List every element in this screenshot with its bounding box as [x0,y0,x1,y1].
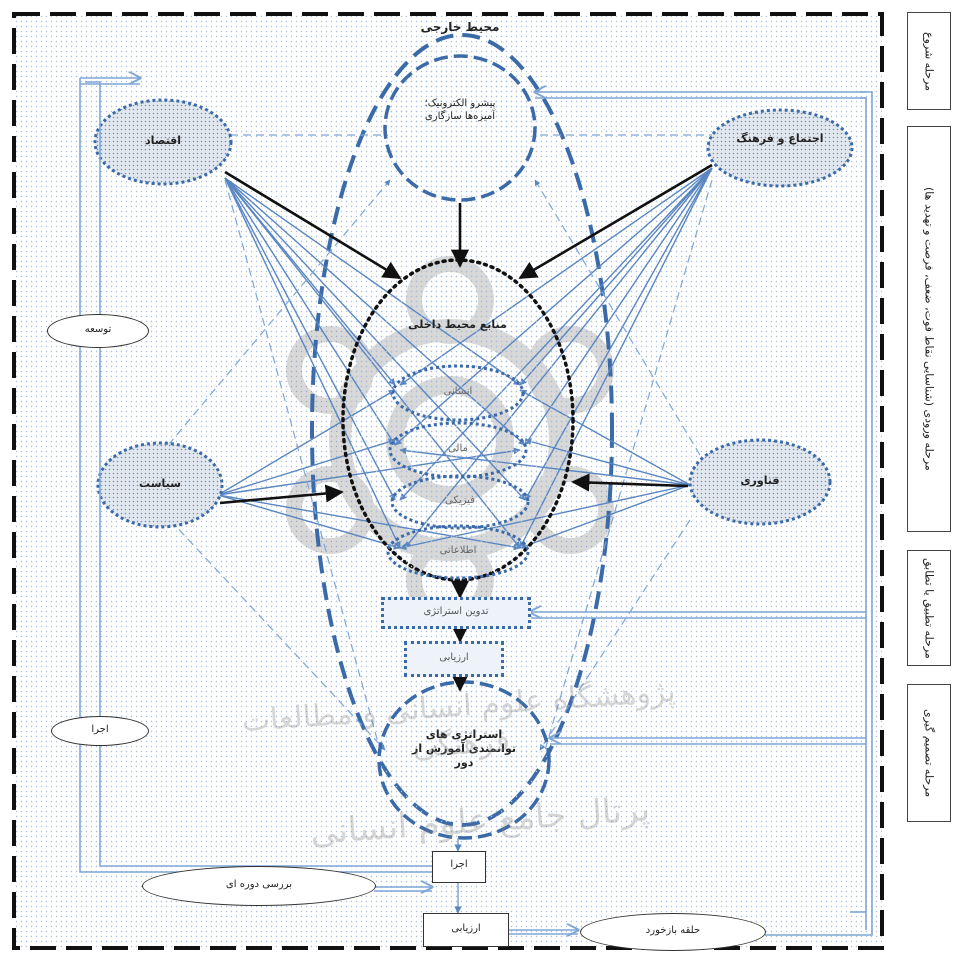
feedback-loop-label: حلقه بازخورد [645,925,701,936]
periodic-review-oval: بررسی دوره ای [142,866,376,906]
feedback-loop-oval: حلقه بازخورد [580,913,766,951]
society-culture-node [706,108,854,188]
internal-item-financial-ellipse [388,421,528,479]
universities-label: پیشرو الکترونیک؛ آمیزه‌ها سازگاری [424,98,496,122]
politics-node [96,441,224,529]
stage-decision-label: مرحله تصمیم گیری [922,708,936,798]
strategy-label: استراتژی های توانمندی آموزش از دور [412,728,516,769]
internal-title: منابع محیط داخلی [408,318,507,331]
internal-item-physical: فیزیکی [445,495,475,506]
evaluation-label: ارزیابی [439,652,469,663]
stage-decision-box: مرحله تصمیم گیری [907,684,951,822]
internal-item-physical-ellipse [390,474,530,530]
development-label: توسعه [84,324,112,335]
internal-item-financial: مالی [448,443,468,454]
formulation-box: تدوین استراتژی [381,597,531,629]
evaluate2-box: ارزیابی [423,913,509,947]
internal-item-info-ellipse [386,524,530,580]
implementation-oval: اجرا [51,716,149,746]
stage-input-box: مرحله ورودی (شناسایی نقاط قوت، ضعف، فرصت… [907,126,951,532]
execute-label: اجرا [450,859,468,870]
implementation-label: اجرا [91,724,109,735]
frame-title: محیط خارجی [420,20,500,34]
economy-node [93,98,233,186]
society-culture-label: اجتماع و فرهنگ [736,132,824,145]
stage-start-box: مرحله شروع [907,12,951,110]
universities-node [383,54,537,202]
technology-label: فناوری [740,474,780,487]
stage-start-label: مرحله شروع [922,31,936,91]
stage-match-box: مرحله تطبیق یا تطابق [907,550,951,666]
main-arrows [219,163,713,692]
politics-label: سیاست [139,477,181,490]
stage-input-label: مرحله ورودی (شناسایی نقاط قوت، ضعف، فرصت… [922,187,936,471]
dashed-feedback-lines [159,134,713,751]
internal-item-info: اطلاعاتی [439,545,477,556]
stage-match-label: مرحله تطبیق یا تطابق [922,557,936,659]
periodic-review-label: بررسی دوره ای [225,879,293,890]
evaluation-box: ارزیابی [404,641,504,677]
internal-item-human: انسانی [443,386,473,397]
technology-node [688,438,832,526]
internal-item-human-ellipse [391,364,525,422]
evaluate2-label: ارزیابی [451,923,481,934]
outer-frame [12,12,884,950]
right-stage-arrows [530,92,873,936]
formulation-label: تدوین استراتژی [423,606,489,617]
development-oval: توسعه [47,314,149,348]
economy-label: اقتصاد [144,134,182,147]
execute-box: اجرا [432,851,486,883]
